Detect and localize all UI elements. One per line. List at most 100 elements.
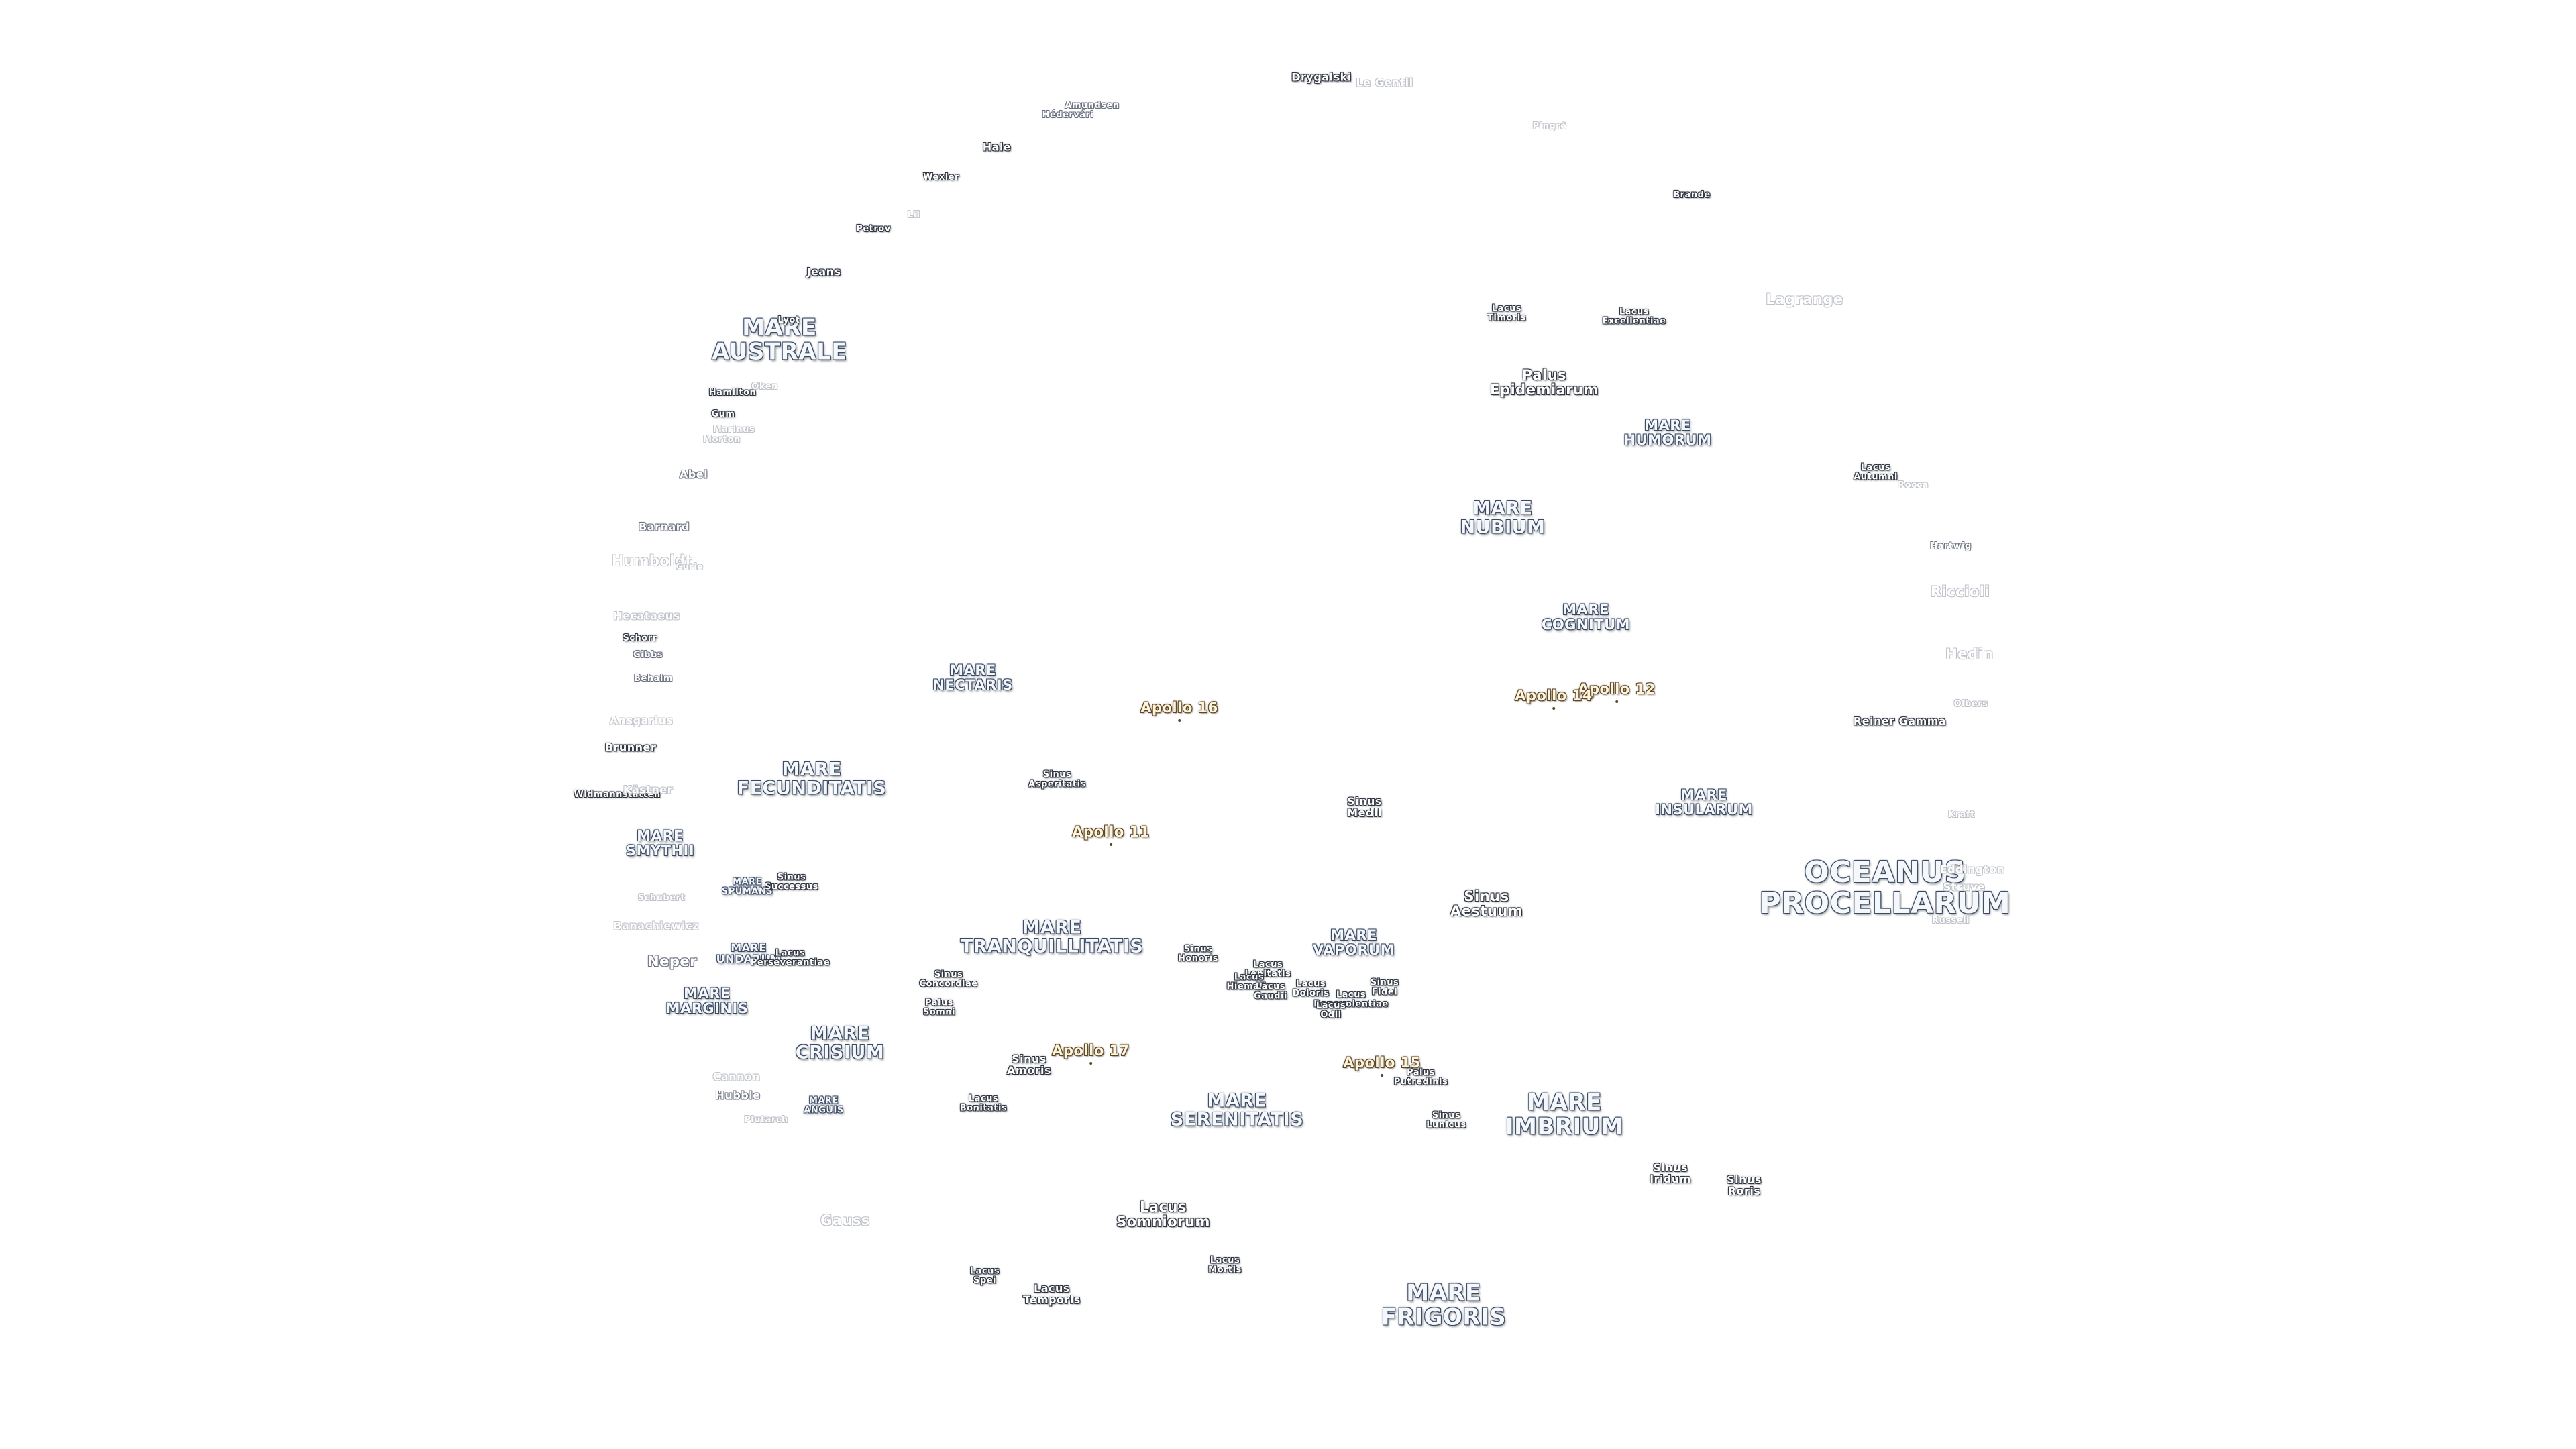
map-label-line: MARE xyxy=(637,827,684,844)
map-label-line: MARGINIS xyxy=(665,1000,749,1016)
map-label-line: MARE xyxy=(1330,926,1377,943)
map-label-line: Gum xyxy=(711,409,735,420)
map-label-line: MARE xyxy=(1022,917,1082,938)
map-label-line: MARE xyxy=(1644,417,1691,433)
map-label-line: Russell xyxy=(1932,916,1970,926)
map-label-line: Honoris xyxy=(1177,953,1219,963)
map-label-schubert: Schubert xyxy=(638,894,685,903)
map-label-line: Lacus xyxy=(1295,979,1326,989)
map-label-wexler: Wexler xyxy=(923,173,959,182)
map-label-line: MARE xyxy=(1680,786,1727,803)
map-label-line: Fidei xyxy=(1371,987,1398,997)
map-label-line: Lil xyxy=(907,210,920,221)
map-label-line: Sinus xyxy=(1347,795,1382,808)
map-label-drygalski: Drygalski xyxy=(1291,72,1351,84)
map-label-line: Lenitatis xyxy=(1244,969,1291,979)
map-label-line: Lacus xyxy=(1140,1198,1187,1215)
map-label-line: Ansgarius xyxy=(609,714,674,727)
map-label-line: SERENITATIS xyxy=(1170,1110,1304,1130)
map-label-line: CRISIUM xyxy=(795,1042,885,1063)
map-label-line: MARE xyxy=(733,877,762,888)
map-label-curie: Curie xyxy=(676,563,704,572)
map-label-line: Lacus xyxy=(1255,981,1286,992)
map-label-lil: Lil xyxy=(908,211,920,220)
map-label-line: VAPORUM xyxy=(1313,942,1395,958)
map-label-gibbs: Gibbs xyxy=(633,651,663,660)
map-label-line: Apollo 16 xyxy=(1140,699,1218,716)
map-label-riccioli: Riccioli xyxy=(1931,584,1990,599)
map-label-line: Sinus xyxy=(1653,1161,1688,1175)
map-label-line: TRANQUILLITATIS xyxy=(960,936,1144,957)
map-label-line: MARE xyxy=(782,759,842,780)
map-label-line: IMBRIUM xyxy=(1505,1113,1624,1140)
map-label-line: Gibbs xyxy=(633,650,663,661)
map-label-line: Lacus xyxy=(1316,1000,1346,1011)
map-label-line: Amoris xyxy=(1007,1064,1051,1077)
map-label-le-gentil: Le Gentil xyxy=(1356,76,1413,89)
map-label-line: Plutarch xyxy=(744,1115,788,1126)
map-label-line: Palus xyxy=(1521,366,1567,383)
map-label-kraft: Kraft xyxy=(1948,810,1975,820)
map-label-line: Sinus xyxy=(777,872,806,883)
map-label-line: Lacus xyxy=(1336,989,1366,1000)
map-label-line: Lacus xyxy=(1252,959,1283,970)
map-label-line: Apollo 17 xyxy=(1052,1042,1130,1059)
map-label-line: Sinus xyxy=(1012,1053,1046,1066)
map-label-lagrange: Lagrange xyxy=(1766,292,1843,307)
map-label-line: Hale xyxy=(982,140,1012,154)
map-label-brunner: Brunner xyxy=(604,741,657,754)
map-label-line: Perseverantiae xyxy=(750,957,830,967)
map-label-line: Behaim xyxy=(634,674,673,684)
map-label-line: ANGUIS xyxy=(804,1105,844,1115)
map-label-morton: Morton xyxy=(703,435,741,445)
map-label-line: Sinus xyxy=(1042,769,1072,780)
map-label-line: Morton xyxy=(703,435,741,445)
map-label-line: Lacus xyxy=(1210,1255,1240,1266)
map-label-line: Lacus xyxy=(1234,972,1265,983)
map-label-line: Hubble xyxy=(715,1089,761,1102)
map-label-line: MARE xyxy=(1527,1089,1602,1116)
map-label-line: Apollo 14 xyxy=(1515,687,1593,704)
map-label-line: OCEANUS xyxy=(1804,855,1966,890)
map-label-line: MARE xyxy=(1406,1279,1481,1307)
map-label-line: Hédervári xyxy=(1042,110,1094,121)
map-label-line: Spei xyxy=(973,1275,996,1285)
map-label-hecataeus: Hecataeus xyxy=(613,610,680,623)
map-label-line: Struve xyxy=(1943,880,1986,894)
map-label-line: Apollo 12 xyxy=(1578,680,1656,697)
map-label-line: Sinus xyxy=(1370,977,1399,988)
map-label-line: Le Gentil xyxy=(1356,76,1413,89)
map-label-line: Hiemalis xyxy=(1226,981,1272,991)
map-label-line: Doloris xyxy=(1292,988,1330,998)
map-label-line: Lacus xyxy=(1619,307,1650,317)
map-label-line: Reiner Gamma xyxy=(1853,714,1947,728)
map-label-line: Brunner xyxy=(604,741,657,754)
map-label-line: Medii xyxy=(1347,806,1382,819)
map-label-line: Schorr xyxy=(623,633,657,644)
map-label-line: Bonitatis xyxy=(959,1103,1008,1113)
map-label-line: MARE xyxy=(1472,498,1533,519)
map-label-abel: Abel xyxy=(680,469,708,481)
map-label-line: Asperitatis xyxy=(1028,779,1086,789)
map-label-hubble: Hubble xyxy=(715,1089,761,1102)
map-label-line: Lacus xyxy=(969,1266,1000,1277)
map-label-line: Somniorum xyxy=(1116,1214,1210,1230)
map-label-kastner: Kästner xyxy=(623,784,673,796)
